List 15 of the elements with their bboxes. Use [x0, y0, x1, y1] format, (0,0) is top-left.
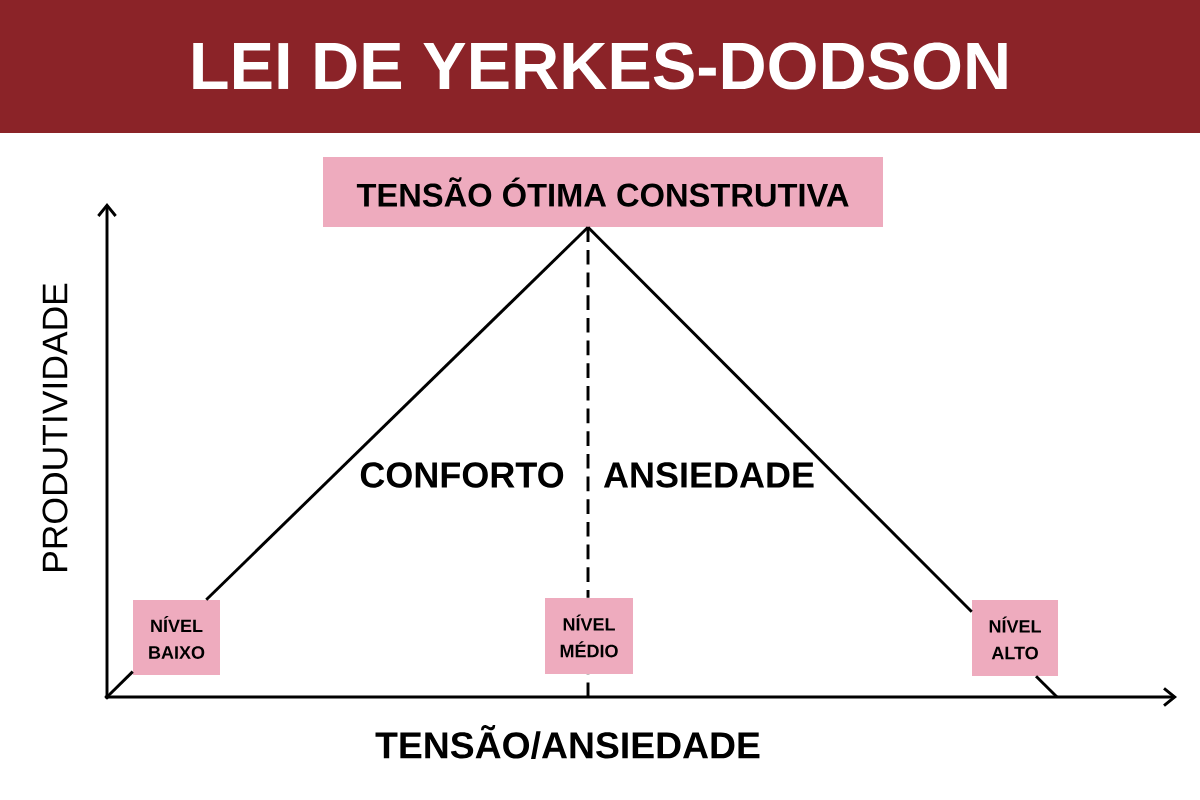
dashed-line — [586, 674, 590, 697]
text-box: TENSÃO ÓTIMA CONSTRUTIVA — [323, 157, 883, 227]
text-box: NÍVEL BAIXO — [133, 600, 220, 675]
text-box: NÍVEL MÉDIO — [545, 598, 633, 674]
line — [105, 670, 134, 699]
text-box: NÍVEL ALTO — [972, 600, 1058, 676]
region-label: ANSIEDADE — [603, 462, 814, 488]
dashed-line — [586, 227, 590, 598]
line — [586, 226, 973, 613]
line — [205, 226, 590, 601]
axis-label: TENSÃO/ANSIEDADE — [375, 725, 760, 759]
axis-label: PRODUTIVIDADE — [42, 283, 68, 571]
line — [1035, 675, 1059, 699]
title-banner: LEI DE YERKES-DODSON — [0, 0, 1200, 133]
region-label: CONFORTO — [360, 462, 564, 488]
